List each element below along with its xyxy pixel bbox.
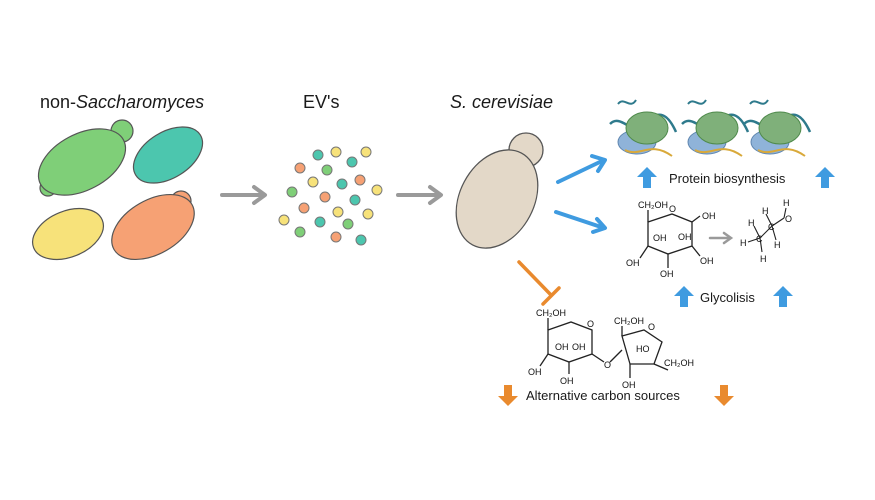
ethanol-structure xyxy=(747,207,787,253)
orange-yeast-cell xyxy=(111,190,195,261)
ev-dot xyxy=(342,218,354,230)
chem-c: C xyxy=(768,222,775,232)
chem-oh: OH xyxy=(678,232,692,242)
arrow-up-icon xyxy=(773,286,793,307)
label-glycolisis: Glycolisis xyxy=(700,290,755,305)
chem-ch2oh: CH₂OH xyxy=(614,316,644,326)
ev-dot xyxy=(362,208,374,220)
label-prefix: non- xyxy=(40,92,77,112)
chem-h: H xyxy=(783,198,790,208)
ev-dot xyxy=(336,178,348,190)
ev-dot xyxy=(349,194,361,206)
label-genus: Saccharomyces xyxy=(76,92,205,112)
chem-oh: OH xyxy=(572,342,586,352)
glucose-labels: CH₂OH O OH OH OH OH OH OH xyxy=(626,200,716,279)
ev-dot xyxy=(330,146,342,158)
label-s-cerevisiae: S. cerevisiae xyxy=(450,92,554,112)
chem-ch2oh: CH₂OH xyxy=(664,358,694,368)
label-alternative-carbon-sources: Alternative carbon sources xyxy=(526,388,680,403)
sucrose-labels: CH₂OH O OH OH OH OH O CH₂OH O HO CH₂OH O… xyxy=(528,308,694,390)
arrow-down-icon xyxy=(714,385,734,406)
ev-dot xyxy=(294,226,306,238)
ev-dot xyxy=(298,202,310,214)
ev-dot xyxy=(307,176,319,188)
sucrose-structure xyxy=(539,318,669,378)
ev-dot xyxy=(355,234,367,246)
chem-ch2oh: CH₂OH xyxy=(536,308,566,318)
ev-particles xyxy=(278,146,383,246)
chem-h: H xyxy=(762,206,769,216)
ethanol-labels: H O H H C C H H H xyxy=(740,198,792,264)
blue-arrow-to-glycolysis xyxy=(554,210,607,234)
chem-o: O xyxy=(669,204,676,214)
ev-dot xyxy=(332,206,344,218)
ribosome xyxy=(743,99,812,157)
gray-arrow-to-ethanol xyxy=(708,231,734,245)
ribosome xyxy=(681,99,750,157)
chem-oh: OH xyxy=(626,258,640,268)
s-cerevisiae-cell xyxy=(455,132,544,249)
teal-yeast-cell xyxy=(132,126,204,184)
ev-dot xyxy=(330,231,342,243)
ribosome-row xyxy=(609,99,812,157)
chem-oh: OH xyxy=(660,269,674,279)
glucose-structure xyxy=(639,210,701,268)
ev-dot xyxy=(312,149,324,161)
ev-dot xyxy=(321,164,333,176)
chem-oh: OH xyxy=(560,376,574,386)
ev-dot xyxy=(371,184,383,196)
chem-h: H xyxy=(760,254,767,264)
ev-dot xyxy=(294,162,306,174)
yellow-yeast-cell xyxy=(32,207,104,261)
chem-h: H xyxy=(740,238,747,248)
label-non-saccharomyces: non-Saccharomyces xyxy=(40,92,204,113)
chem-oh: OH xyxy=(702,211,716,221)
arrow-down-icon xyxy=(498,385,518,406)
arrow-up-icon xyxy=(637,167,657,188)
ev-dot xyxy=(278,214,290,226)
orange-inhibition-arrow xyxy=(517,260,561,306)
chem-oh: OH xyxy=(528,367,542,377)
chem-oh: OH xyxy=(700,256,714,266)
chem-h: H xyxy=(774,240,781,250)
ev-dot xyxy=(286,186,298,198)
gray-arrow-to-scer xyxy=(396,185,443,205)
ev-dot xyxy=(346,156,358,168)
non-saccharomyces-cells xyxy=(32,119,204,261)
chem-o: O xyxy=(604,360,611,370)
chem-c: C xyxy=(756,234,763,244)
chem-ho: HO xyxy=(636,344,650,354)
chem-oh: OH xyxy=(622,380,636,390)
ev-dot xyxy=(354,174,366,186)
blue-arrow-to-protein xyxy=(556,154,607,184)
ev-dot xyxy=(314,216,326,228)
ev-dot xyxy=(360,146,372,158)
arrow-up-icon xyxy=(674,286,694,307)
label-evs: EV's xyxy=(303,92,340,112)
arrow-up-icon xyxy=(815,167,835,188)
chem-h: H xyxy=(748,218,755,228)
gray-arrow-to-evs xyxy=(220,185,267,205)
label-protein-biosynthesis: Protein biosynthesis xyxy=(669,171,786,186)
ev-dot xyxy=(319,191,331,203)
chem-o: O xyxy=(785,214,792,224)
chem-oh: OH xyxy=(555,342,569,352)
ribosome xyxy=(609,99,678,157)
chem-oh: OH xyxy=(653,233,667,243)
chem-ch2oh: CH₂OH xyxy=(638,200,668,210)
chem-o: O xyxy=(587,319,594,329)
green-yeast-cell xyxy=(37,119,134,197)
chem-o: O xyxy=(648,322,655,332)
